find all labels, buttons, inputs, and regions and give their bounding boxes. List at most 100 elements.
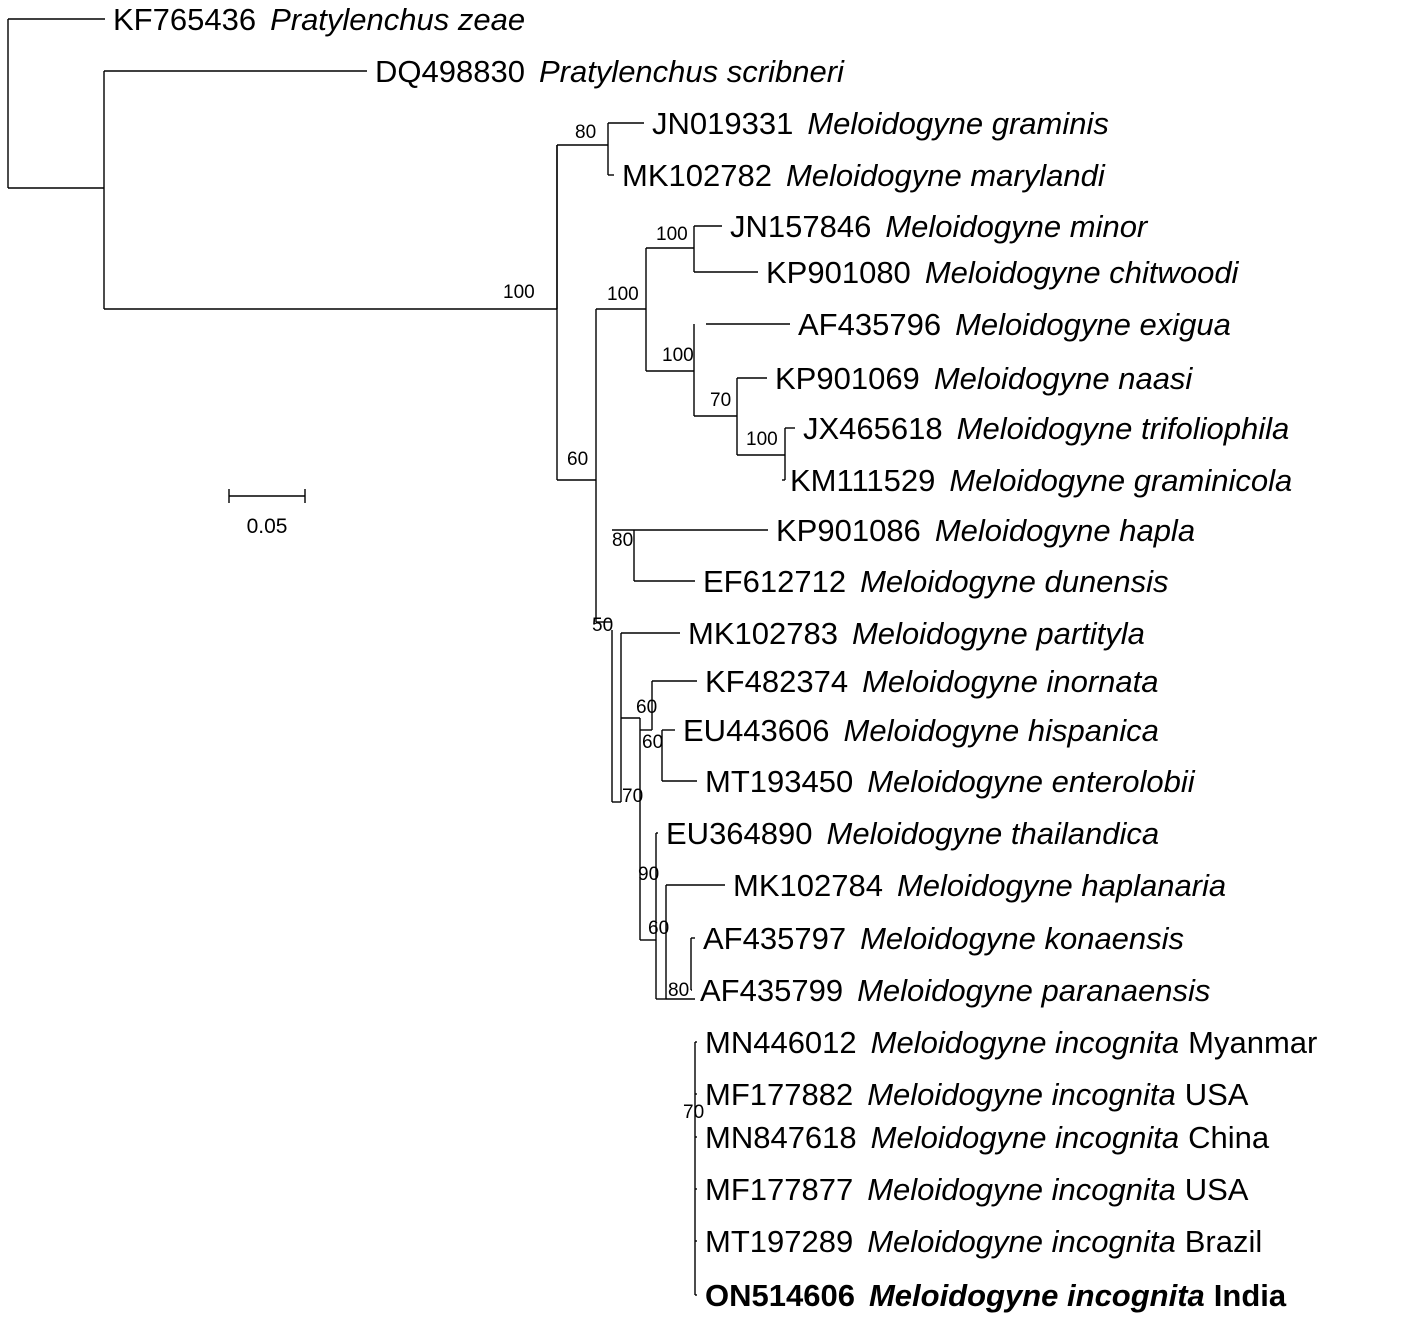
species-name: Pratylenchus zeae: [270, 2, 525, 37]
accession-number: JX465618: [803, 411, 943, 446]
species-name: Meloidogyne enterolobii: [867, 764, 1196, 799]
accession-number: KP901080: [766, 255, 911, 290]
accession-number: MK102783: [688, 616, 838, 651]
species-name: Meloidogyne incognita: [867, 1077, 1176, 1112]
species-name: Meloidogyne exigua: [955, 307, 1231, 342]
taxon-label: JX465618 Meloidogyne trifoliophila: [803, 411, 1289, 446]
bootstrap-value: 60: [648, 918, 669, 939]
taxon-label: MF177877 Meloidogyne incognita USA: [705, 1172, 1249, 1207]
accession-number: JN019331: [652, 106, 793, 141]
bootstrap-value: 90: [638, 864, 659, 885]
bootstrap-value: 70: [622, 786, 643, 807]
taxon-label: AF435796 Meloidogyne exigua: [798, 307, 1231, 342]
species-name: Meloidogyne thailandica: [827, 816, 1160, 851]
species-name: Meloidogyne trifoliophila: [957, 411, 1290, 446]
accession-number: AF435797: [703, 921, 846, 956]
taxon-label: MT197289 Meloidogyne incognita Brazil: [705, 1224, 1262, 1259]
accession-number: EU364890: [666, 816, 813, 851]
location: Myanmar: [1188, 1025, 1317, 1060]
accession-number: MF177877: [705, 1172, 853, 1207]
location: India: [1214, 1278, 1287, 1313]
accession-number: MK102782: [622, 158, 772, 193]
species-name: Meloidogyne chitwoodi: [925, 255, 1240, 290]
accession-number: AF435799: [700, 973, 843, 1008]
species-name: Meloidogyne minor: [885, 209, 1149, 244]
bootstrap-value: 100: [662, 345, 694, 366]
species-name: Meloidogyne marylandi: [786, 158, 1106, 193]
bootstrap-value: 70: [683, 1102, 704, 1123]
bootstrap-value: 80: [612, 530, 633, 551]
species-name: Meloidogyne konaensis: [860, 921, 1184, 956]
accession-number: EU443606: [683, 713, 830, 748]
accession-number: KP901069: [775, 361, 920, 396]
taxon-label: MT193450 Meloidogyne enterolobii: [705, 764, 1196, 799]
bootstrap-value: 70: [710, 390, 731, 411]
accession-number: AF435796: [798, 307, 941, 342]
bootstrap-value: 80: [575, 122, 596, 143]
bootstrap-value: 100: [656, 224, 688, 245]
species-name: Pratylenchus scribneri: [539, 54, 845, 89]
bootstrap-value: 100: [607, 284, 639, 305]
accession-number: ON514606: [705, 1278, 855, 1313]
species-name: Meloidogyne incognita: [871, 1025, 1180, 1060]
taxon-label: MK102784 Meloidogyne haplanaria: [733, 868, 1226, 903]
taxon-label: DQ498830 Pratylenchus scribneri: [375, 54, 845, 89]
location: USA: [1185, 1077, 1249, 1112]
accession-number: EF612712: [703, 564, 846, 599]
species-name: Meloidogyne incognita: [869, 1278, 1205, 1313]
taxon-label: JN019331 Meloidogyne graminis: [652, 106, 1109, 141]
taxon-label: KP901080 Meloidogyne chitwoodi: [766, 255, 1240, 290]
taxon-label: AF435797 Meloidogyne konaensis: [703, 921, 1184, 956]
taxon-label: EF612712 Meloidogyne dunensis: [703, 564, 1169, 599]
species-name: Meloidogyne haplanaria: [897, 868, 1226, 903]
location: Brazil: [1185, 1224, 1263, 1259]
species-name: Meloidogyne graminicola: [949, 463, 1292, 498]
bootstrap-value: 60: [636, 697, 657, 718]
bootstrap-value: 100: [746, 429, 778, 450]
location: USA: [1185, 1172, 1249, 1207]
species-name: Meloidogyne incognita: [867, 1224, 1176, 1259]
accession-number: MN847618: [705, 1120, 857, 1155]
scale-bar: 0.05: [228, 489, 306, 538]
species-name: Meloidogyne partityla: [852, 616, 1145, 651]
bootstrap-value: 50: [592, 615, 613, 636]
species-name: Meloidogyne incognita: [871, 1120, 1180, 1155]
species-name: Meloidogyne graminis: [807, 106, 1109, 141]
taxon-label: MK102782 Meloidogyne marylandi: [622, 158, 1106, 193]
species-name: Meloidogyne naasi: [934, 361, 1194, 396]
taxon-label: MK102783 Meloidogyne partityla: [688, 616, 1145, 651]
accession-number: MN446012: [705, 1025, 857, 1060]
accession-number: KF482374: [705, 664, 848, 699]
species-name: Meloidogyne dunensis: [860, 564, 1169, 599]
taxon-label: JN157846 Meloidogyne minor: [730, 209, 1149, 244]
taxon-label: KM111529 Meloidogyne graminicola: [790, 463, 1292, 498]
taxon-label: KF482374 Meloidogyne inornata: [705, 664, 1159, 699]
bootstrap-value: 100: [503, 282, 535, 303]
accession-number: MK102784: [733, 868, 883, 903]
accession-number: JN157846: [730, 209, 871, 244]
taxon-label: KP901069 Meloidogyne naasi: [775, 361, 1193, 396]
species-name: Meloidogyne hapla: [935, 513, 1195, 548]
accession-number: MT197289: [705, 1224, 853, 1259]
species-name: Meloidogyne incognita: [867, 1172, 1176, 1207]
accession-number: DQ498830: [375, 54, 525, 89]
taxon-label: ON514606 Meloidogyne incognita India: [705, 1278, 1287, 1313]
taxon-label: EU364890 Meloidogyne thailandica: [666, 816, 1159, 851]
accession-number: KM111529: [790, 463, 935, 498]
bootstrap-value: 80: [668, 980, 689, 1001]
tree-branches: [7, 18, 795, 1296]
species-name: Meloidogyne inornata: [862, 664, 1158, 699]
accession-number: MT193450: [705, 764, 853, 799]
scale-bar-label: 0.05: [247, 515, 288, 538]
location: China: [1188, 1120, 1270, 1155]
